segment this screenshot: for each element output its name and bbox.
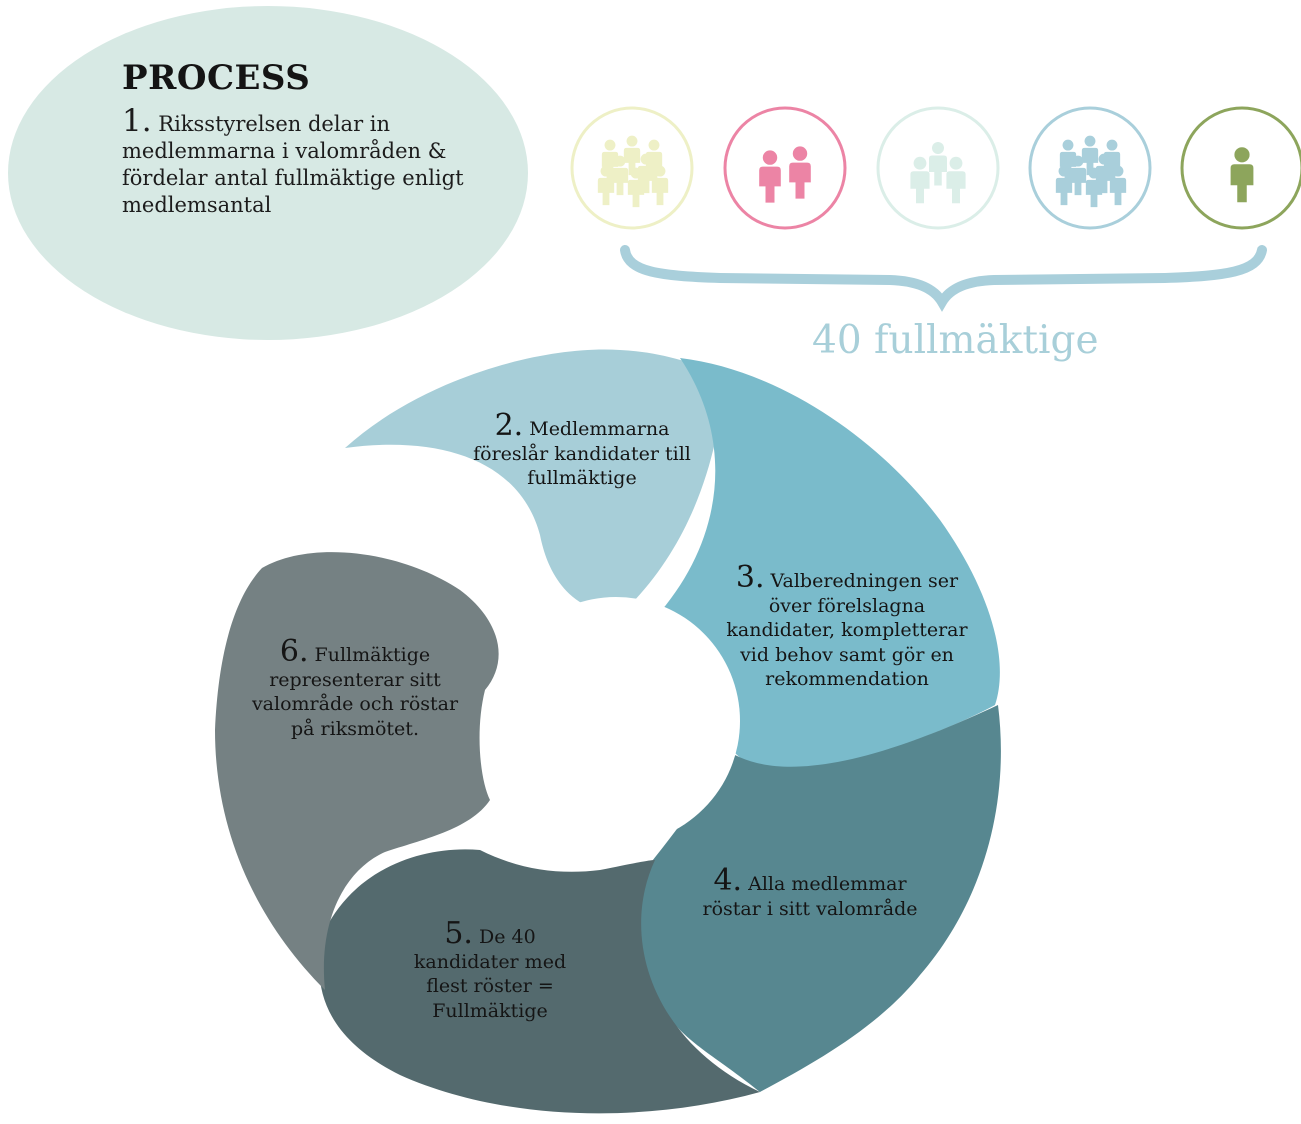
step-3-text: Valberedningen ser över förelslagna kand…	[726, 570, 968, 690]
step-2-label: 2. Medlemmarna föreslår kandidater till …	[462, 411, 702, 491]
group-circles	[570, 106, 1301, 230]
step-2-text: Medlemmarna föreslår kandidater till ful…	[473, 418, 691, 489]
step-6-number: 6.	[279, 634, 309, 669]
person-figure	[611, 155, 629, 196]
people-group-icon	[1055, 135, 1127, 208]
group-circle-2	[723, 106, 847, 230]
step-2-segment	[345, 349, 725, 615]
process-step-1: 1. Riksstyrelsen delar in medlemmarna i …	[122, 106, 502, 219]
step-1-text: Riksstyrelsen delar in medlemmarna i val…	[122, 112, 464, 217]
person-figure	[1081, 135, 1099, 176]
step-5-label: 5. De 40 kandidater med flest röster = F…	[405, 919, 575, 1023]
step-3-number: 3.	[735, 560, 765, 595]
people-trio-icon	[910, 142, 966, 204]
group-circle-5	[1180, 106, 1301, 230]
person-figure	[759, 150, 781, 203]
person-figure	[623, 135, 641, 176]
person-figure	[1085, 167, 1103, 208]
person-figure	[1059, 139, 1077, 180]
person-figure	[1095, 153, 1113, 194]
step-6-text: Fullmäktige representerar sitt valområde…	[251, 644, 459, 740]
person-figure	[910, 156, 930, 204]
step-2-number: 2.	[494, 408, 524, 443]
person-icon	[1230, 147, 1254, 203]
step-5-text: De 40 kandidater med flest röster = Full…	[413, 926, 567, 1022]
diagram-center	[492, 597, 740, 845]
step-5-segment	[319, 849, 760, 1114]
group-circle-4	[1028, 106, 1152, 230]
people-group-icon	[597, 135, 669, 208]
person-figure	[637, 153, 655, 194]
step-3-segment	[655, 358, 1000, 775]
process-title: PROCESS	[122, 58, 311, 98]
brace-icon	[620, 245, 1267, 312]
step-5-number: 5.	[444, 916, 473, 951]
step-4-number: 4.	[713, 863, 743, 898]
process-bubble	[8, 6, 528, 340]
person-figure	[597, 165, 615, 206]
person-figure	[627, 167, 645, 208]
person-figure	[651, 165, 669, 206]
step-4-segment	[634, 705, 1001, 1092]
group-circle-1	[570, 106, 694, 230]
person-figure	[1230, 147, 1254, 203]
step-6-segment	[215, 552, 499, 990]
step-1-number: 1.	[122, 103, 152, 139]
person-figure	[1109, 165, 1127, 206]
people-pair-icon	[759, 146, 811, 203]
person-figure	[946, 156, 966, 204]
step-3-label: 3. Valberedningen ser över förelslagna k…	[714, 563, 980, 692]
person-figure	[929, 142, 947, 186]
step-6-label: 6. Fullmäktige representerar sitt valomr…	[245, 637, 465, 741]
person-figure	[601, 139, 619, 180]
group-circle-3	[876, 106, 1000, 230]
person-figure	[1055, 165, 1073, 206]
person-figure	[789, 146, 811, 199]
groups-label: 40 fullmäktige	[812, 318, 1099, 363]
step-4-text: Alla medlemmar röstar i sitt valområde	[702, 873, 918, 920]
person-figure	[1069, 155, 1087, 196]
step-4-label: 4. Alla medlemmar röstar i sitt valområd…	[700, 866, 920, 921]
